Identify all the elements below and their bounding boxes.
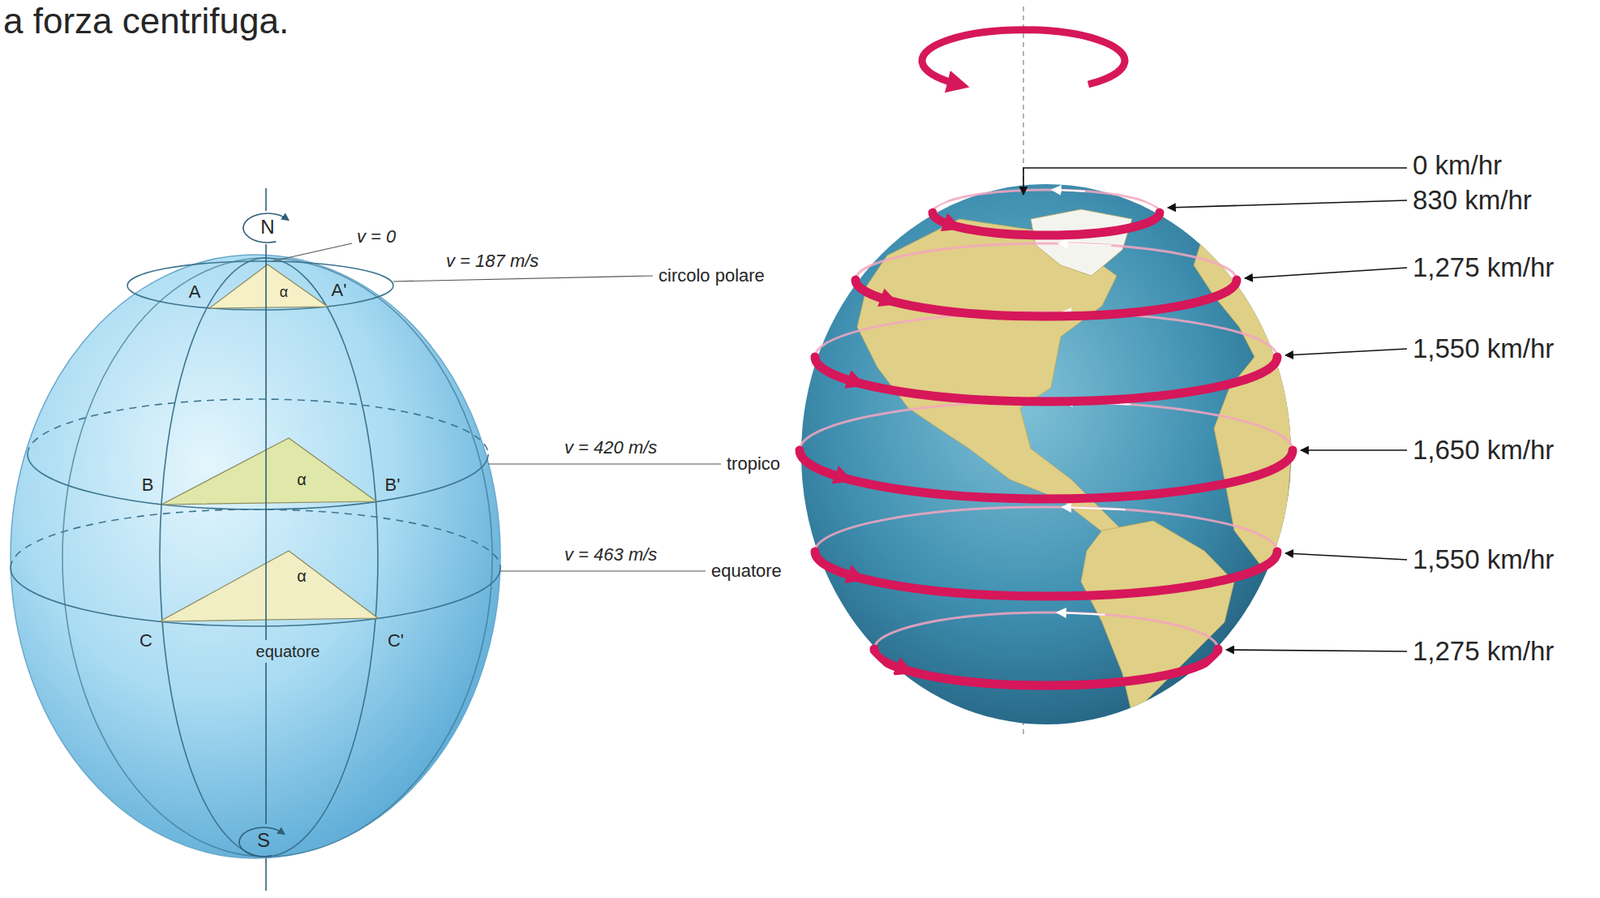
angle-triangle xyxy=(161,437,377,505)
speed-callout: 1,650 km/hr xyxy=(1412,434,1554,466)
leader-line xyxy=(1285,553,1407,560)
leader-line xyxy=(500,570,706,571)
rotation-band xyxy=(815,551,1278,597)
speed-callout: 1,550 km/hr xyxy=(1412,333,1554,365)
speed-callout: 0 km/hr xyxy=(1412,150,1502,181)
leader-line xyxy=(1023,167,1407,195)
rotation-band-back xyxy=(815,506,1278,552)
speed-callout: 1,275 km/hr xyxy=(1412,635,1554,667)
axis xyxy=(265,244,267,640)
angle-label: α xyxy=(279,283,288,301)
meridian xyxy=(265,257,493,857)
rotation-band xyxy=(855,279,1237,317)
parallel-label: equatore xyxy=(256,642,321,661)
point-label: A xyxy=(188,281,202,302)
meridian xyxy=(159,257,266,857)
meridian xyxy=(62,257,266,857)
rotation-band-back xyxy=(874,612,1219,649)
leader-line xyxy=(1167,200,1407,208)
rotation-band-back xyxy=(855,243,1237,280)
parallel-label: circolo polare xyxy=(658,265,765,286)
band-arrow xyxy=(1055,189,1086,192)
equator-back xyxy=(10,509,501,568)
band-arrow xyxy=(884,660,906,670)
leader-line xyxy=(1226,649,1407,652)
axis xyxy=(265,662,267,824)
rotation-band xyxy=(874,648,1219,686)
rotation-band xyxy=(932,212,1160,236)
slide-heading: a forza centrifuga. xyxy=(3,0,289,43)
speed-label: v = 420 m/s xyxy=(564,437,657,458)
point-label: C xyxy=(139,630,153,651)
axis xyxy=(265,857,267,891)
globe xyxy=(801,184,1292,725)
tropic-back xyxy=(27,398,489,455)
point-label: C' xyxy=(387,630,404,651)
rotation-arrow xyxy=(239,827,283,857)
band-arrow xyxy=(1060,612,1105,615)
band-arrow xyxy=(1062,243,1111,246)
speed-label: v = 187 m/s xyxy=(446,250,539,271)
speed-callout: 1,550 km/hr xyxy=(1412,544,1554,575)
rotation-band xyxy=(799,450,1293,499)
pole-label: N xyxy=(260,215,275,239)
rotation-band xyxy=(815,356,1278,402)
leader-line xyxy=(1285,348,1407,356)
speed-callout: 830 km/hr xyxy=(1412,184,1532,216)
leader-line xyxy=(393,275,653,282)
point-label: B xyxy=(141,474,155,495)
leader-line xyxy=(272,243,352,262)
angle-triangle xyxy=(159,550,378,622)
angle-label: α xyxy=(296,566,307,586)
pole-label: S xyxy=(257,828,271,852)
band-arrow xyxy=(866,291,890,301)
leader-line xyxy=(488,463,721,464)
point-label: B' xyxy=(385,474,401,495)
angle-triangle xyxy=(209,264,328,309)
polar-circle xyxy=(127,261,394,310)
band-arrow xyxy=(1066,506,1126,510)
band-arrow xyxy=(828,566,858,578)
point-label: A' xyxy=(331,279,348,301)
right-globe xyxy=(799,6,1407,734)
rotation-band-back xyxy=(799,401,1293,451)
speed-label: v = 0 xyxy=(356,226,396,247)
parallel-label: equatore xyxy=(711,560,782,581)
band-arrow xyxy=(939,220,953,227)
speed-callout: 1,275 km/hr xyxy=(1412,252,1554,284)
rotation-arrow xyxy=(243,213,287,243)
parallel-label: tropico xyxy=(726,453,781,474)
speed-label: v = 463 m/s xyxy=(564,544,657,565)
axis xyxy=(265,188,267,211)
sphere xyxy=(10,254,501,858)
rotation-arrow xyxy=(922,30,1125,85)
band-arrow xyxy=(814,467,845,479)
angle-label: α xyxy=(296,470,307,490)
band-arrow xyxy=(828,372,858,383)
leader-line xyxy=(1300,449,1407,451)
rotation-band-back xyxy=(932,189,1160,213)
leader-line xyxy=(1244,267,1407,279)
left-globe xyxy=(10,188,721,891)
